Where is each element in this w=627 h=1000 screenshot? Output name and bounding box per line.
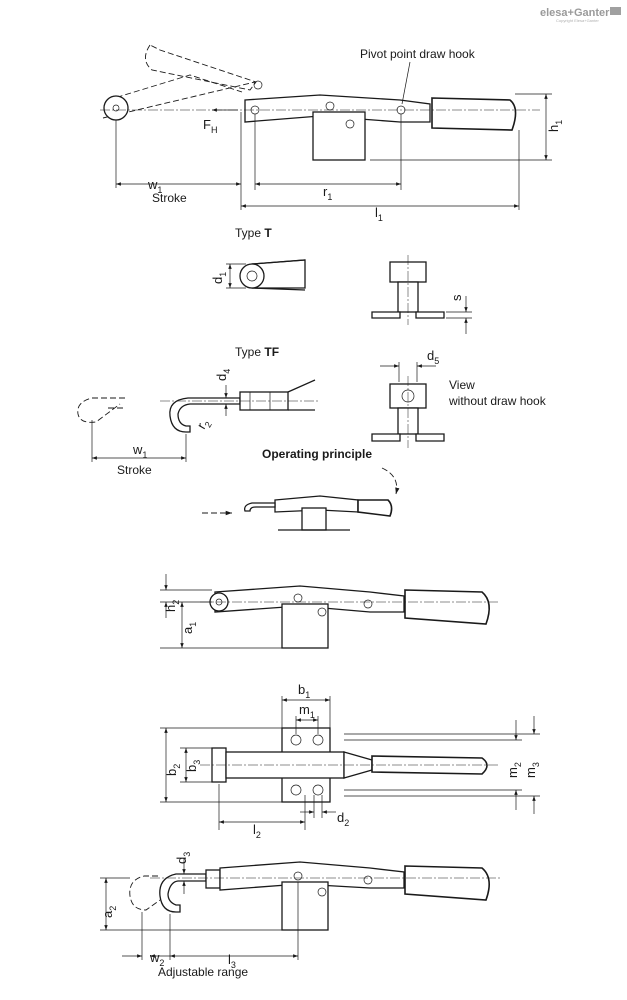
dim-r1: r1 [323, 184, 332, 202]
side-lever-body [214, 585, 405, 613]
type-t-label: Type T [235, 226, 272, 240]
brand-logo-text: elesa+Ganter [540, 7, 610, 19]
op-handle [357, 499, 393, 517]
dim-d5: d5 [427, 348, 439, 366]
dim-d4: d4 [214, 369, 232, 381]
view-operating-principle: Operating principle [202, 447, 400, 531]
type-t-hole [246, 270, 258, 282]
view-label-line1: View [449, 378, 475, 392]
dim-l2: l2 [253, 822, 261, 840]
dim-a2: a2 [100, 906, 118, 918]
view-type-t: Type T d1 s [210, 226, 472, 334]
base-pin [345, 119, 355, 129]
hook-lever-pin [293, 871, 303, 881]
operating-principle-title: Operating principle [262, 447, 372, 461]
hook-base-pin [317, 887, 327, 897]
dim-l1: l1 [375, 205, 383, 223]
hook-nut [205, 869, 221, 889]
stroke-mid-label: Stroke [117, 463, 152, 477]
view-top: b1 m1 b2 b3 m2 m3 l2 d2 [160, 682, 541, 840]
stroke-top-label: Stroke [152, 191, 187, 205]
dim-a1: a1 [180, 622, 198, 634]
type-tf-hook [169, 397, 241, 433]
pivot-leader [401, 61, 411, 105]
dim-b1: b1 [298, 682, 310, 700]
dim-w2: w2 [149, 950, 164, 968]
dim-fh: FH [203, 117, 217, 135]
pivot-point-label: Pivot point draw hook [360, 47, 476, 61]
adjustable-range-label: Adjustable range [158, 965, 248, 979]
hook-base-bracket [281, 881, 329, 931]
top-hole-1 [290, 734, 302, 746]
dim-b2: b2 [164, 764, 182, 776]
dim-b3: b3 [184, 760, 202, 772]
arm-open-outline [107, 74, 243, 101]
hook-eye-open-pin [112, 104, 120, 112]
hook-handle-grip [404, 865, 490, 901]
top-hole-4 [312, 784, 324, 796]
hook-body [159, 873, 207, 913]
logo-mark-icon [610, 7, 621, 15]
view-side-h2: h2 a1 [160, 574, 500, 649]
view-hook-adjustable: d3 a2 w2 l3 Adjustable range [100, 852, 500, 979]
dim-r2: r2 [194, 416, 214, 433]
view-type-tf: Type TF d4 r2 w1 Stroke d5 View witho [77, 345, 547, 477]
dim-h2: h2 [163, 600, 181, 612]
side-base-bracket [281, 603, 329, 649]
view-main-side: FH Pivot point draw hook w1 Stroke r1 l1… [100, 44, 564, 223]
type-tf-front-feet [371, 433, 445, 442]
arm-open-outline-2 [102, 81, 256, 119]
dim-d1: d1 [210, 272, 228, 284]
dim-w1-mid: w1 [132, 442, 147, 460]
type-t-arm-top [251, 259, 306, 265]
type-tf-arm-top [287, 379, 316, 393]
hook-eye-open [103, 95, 129, 121]
dim-m1: m1 [299, 702, 315, 720]
type-tf-label: Type TF [235, 345, 279, 359]
view-label-line2: without draw hook [448, 394, 547, 408]
base-bracket [312, 111, 366, 161]
dim-m3: m3 [523, 762, 541, 778]
dim-h1: h1 [546, 120, 564, 132]
hook-lever-body [219, 861, 405, 891]
dim-s: s [449, 294, 464, 301]
type-t-arm-bottom [251, 287, 306, 291]
brand-logo: elesa+Ganter Copyright Elesa+Ganter [540, 7, 621, 23]
type-t-eye [239, 263, 265, 289]
lever-body [244, 94, 431, 123]
op-base [301, 507, 327, 531]
dim-m2: m2 [505, 762, 523, 778]
top-hole-2 [312, 734, 324, 746]
side-handle-grip [404, 589, 490, 625]
type-t-front-feet [371, 311, 445, 319]
pivot-open [253, 80, 263, 90]
hook-ghost [129, 875, 161, 911]
type-tf-hook-ghost [77, 397, 125, 423]
dim-w1-top: w1 [147, 177, 162, 195]
dim-d2: d2 [337, 810, 349, 828]
side-pivot-pin [363, 599, 373, 609]
dim-d3: d3 [174, 852, 192, 864]
motion-arrows-icon-right [381, 467, 400, 495]
handle-open-outline [145, 44, 257, 91]
op-hook [244, 502, 276, 512]
hook-pivot-pin [363, 875, 373, 885]
brand-copyright: Copyright Elesa+Ganter [556, 18, 599, 23]
top-hole-3 [290, 784, 302, 796]
dim-l3: l3 [228, 952, 236, 970]
handle-grip [431, 97, 517, 131]
side-base-pin [317, 607, 327, 617]
